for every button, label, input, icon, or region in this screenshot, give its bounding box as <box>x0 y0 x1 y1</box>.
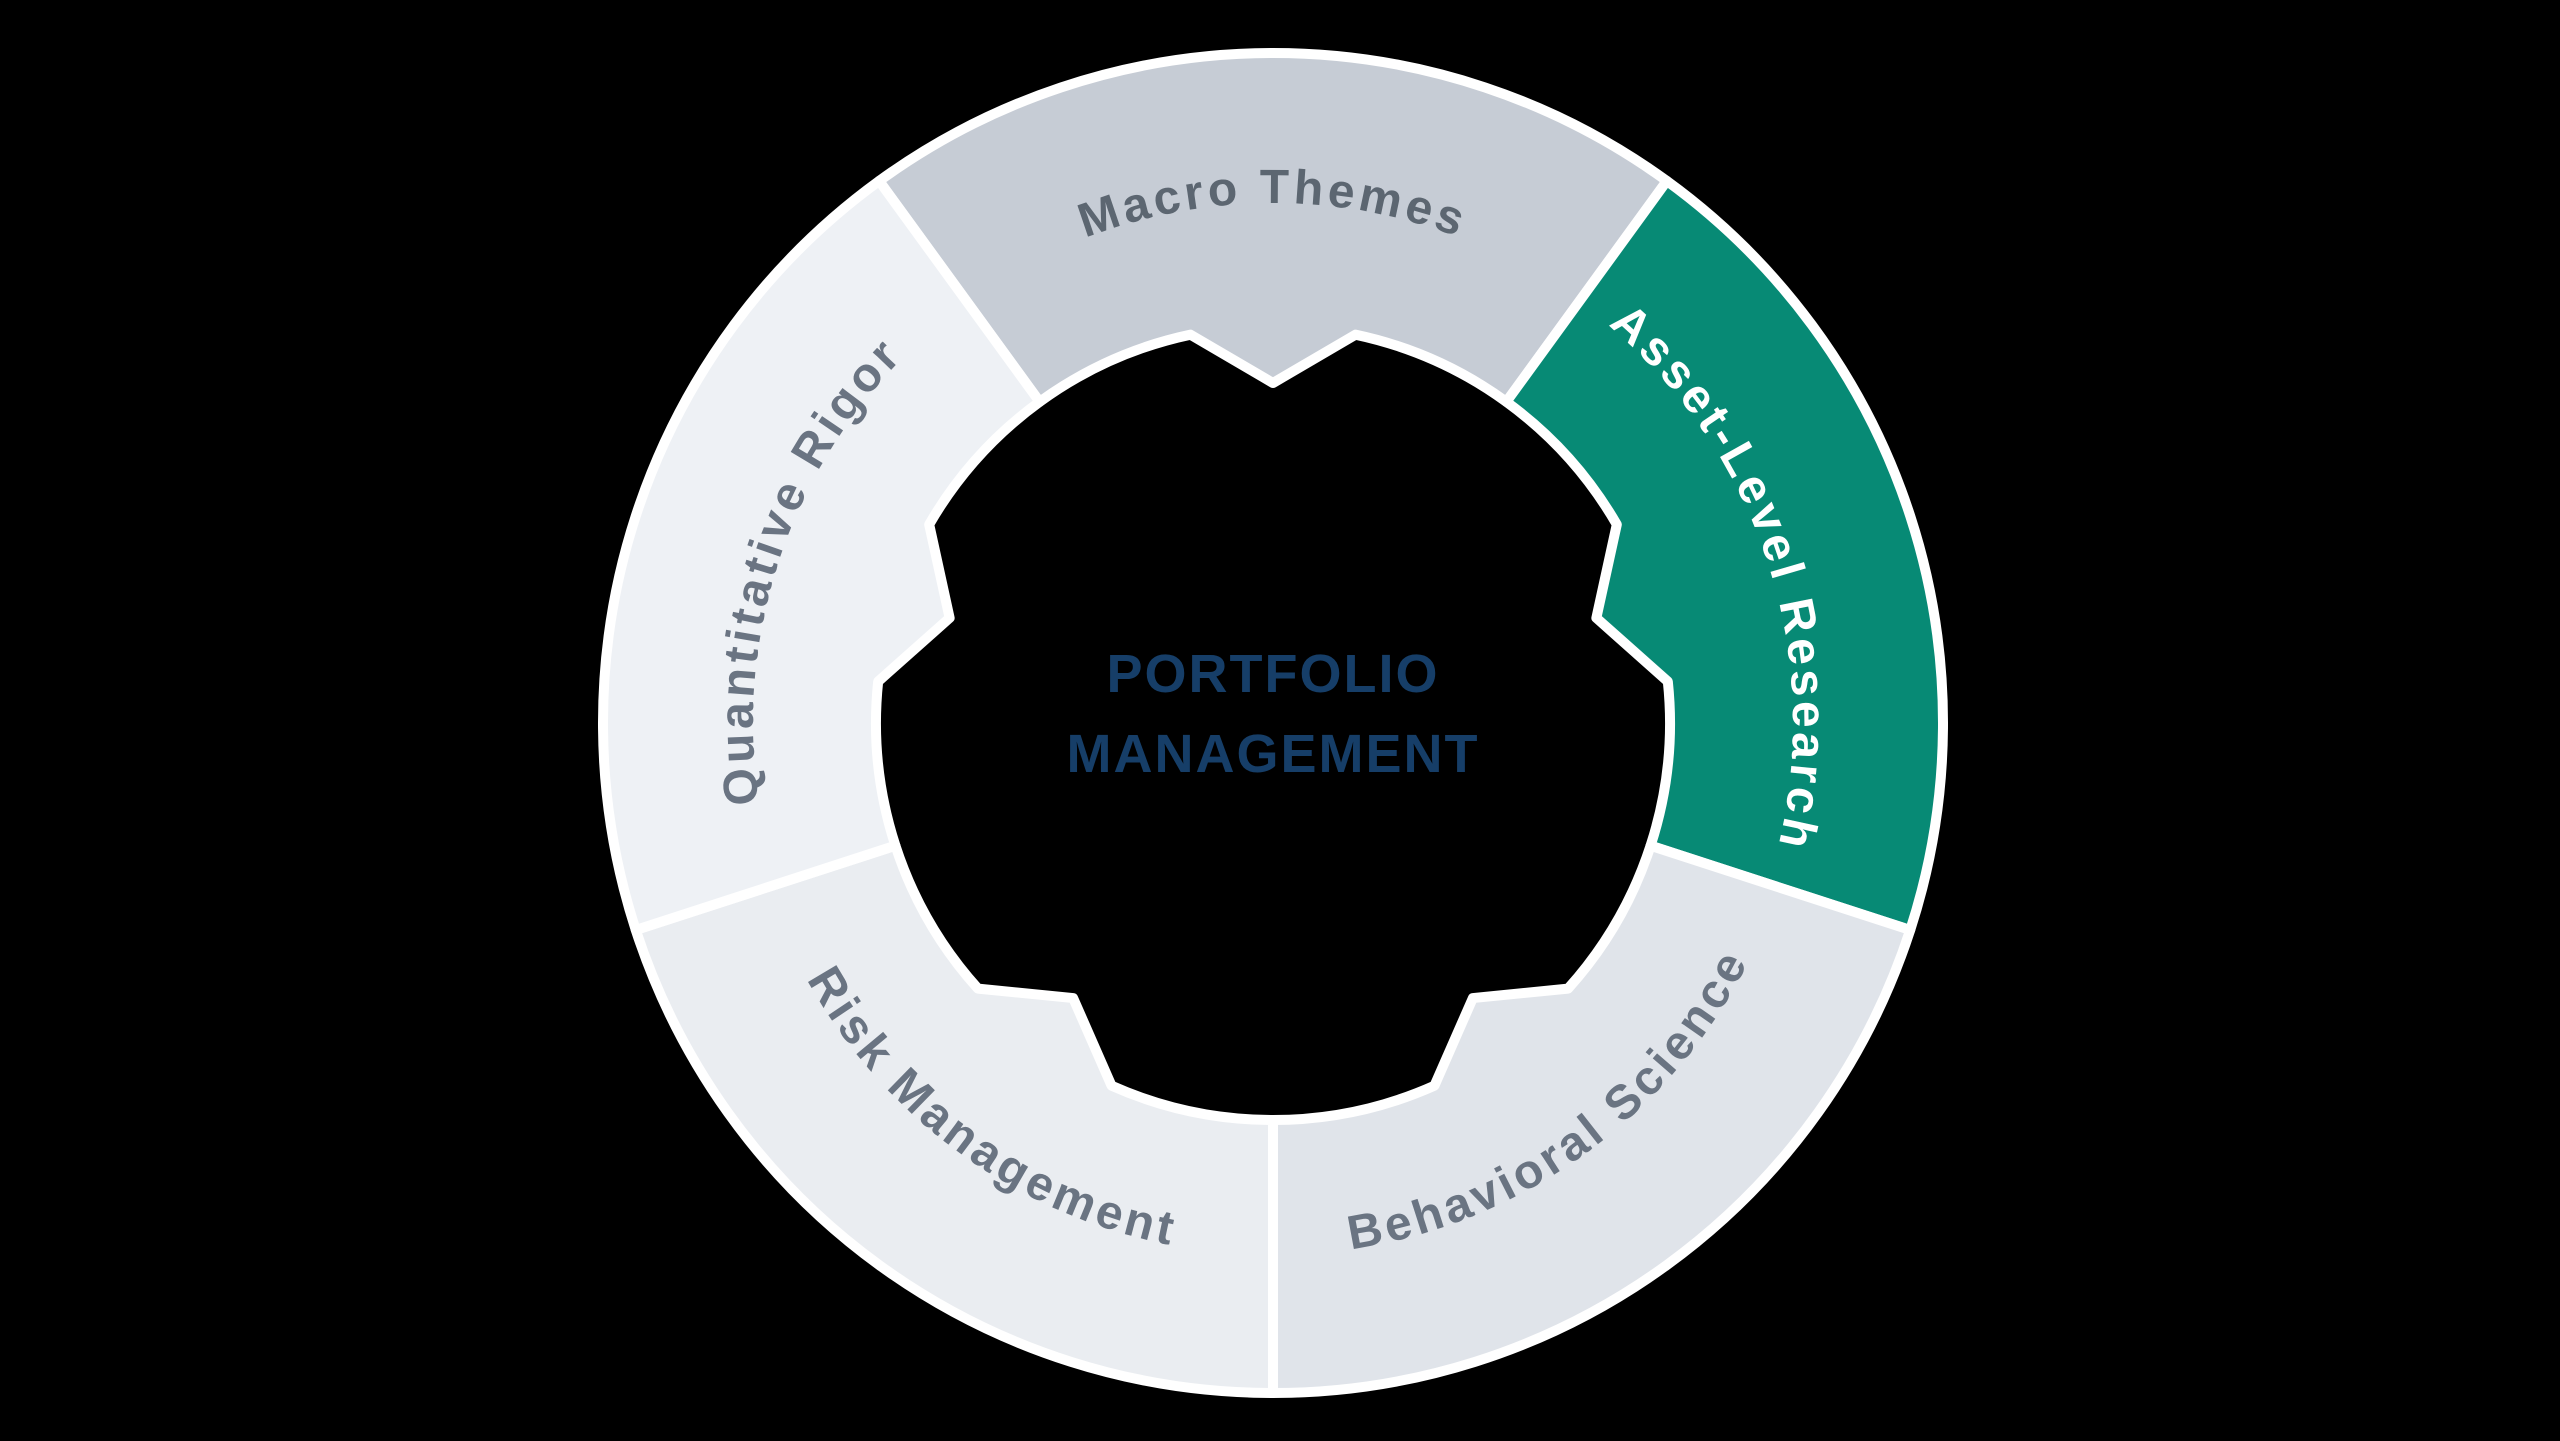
segment-quantitative-rigor <box>597 175 1045 936</box>
center-title-line2: MANAGEMENT <box>1067 724 1480 784</box>
center-title: PORTFOLIO MANAGEMENT <box>1067 644 1480 784</box>
center-title-line1: PORTFOLIO <box>1107 644 1440 704</box>
segment-behavioral-science <box>1268 840 1916 1398</box>
segment-risk-management <box>630 840 1278 1398</box>
segment-asset-level-research <box>1501 175 1949 936</box>
segment-macro-themes <box>874 47 1672 407</box>
ring-segments <box>597 47 1949 1398</box>
